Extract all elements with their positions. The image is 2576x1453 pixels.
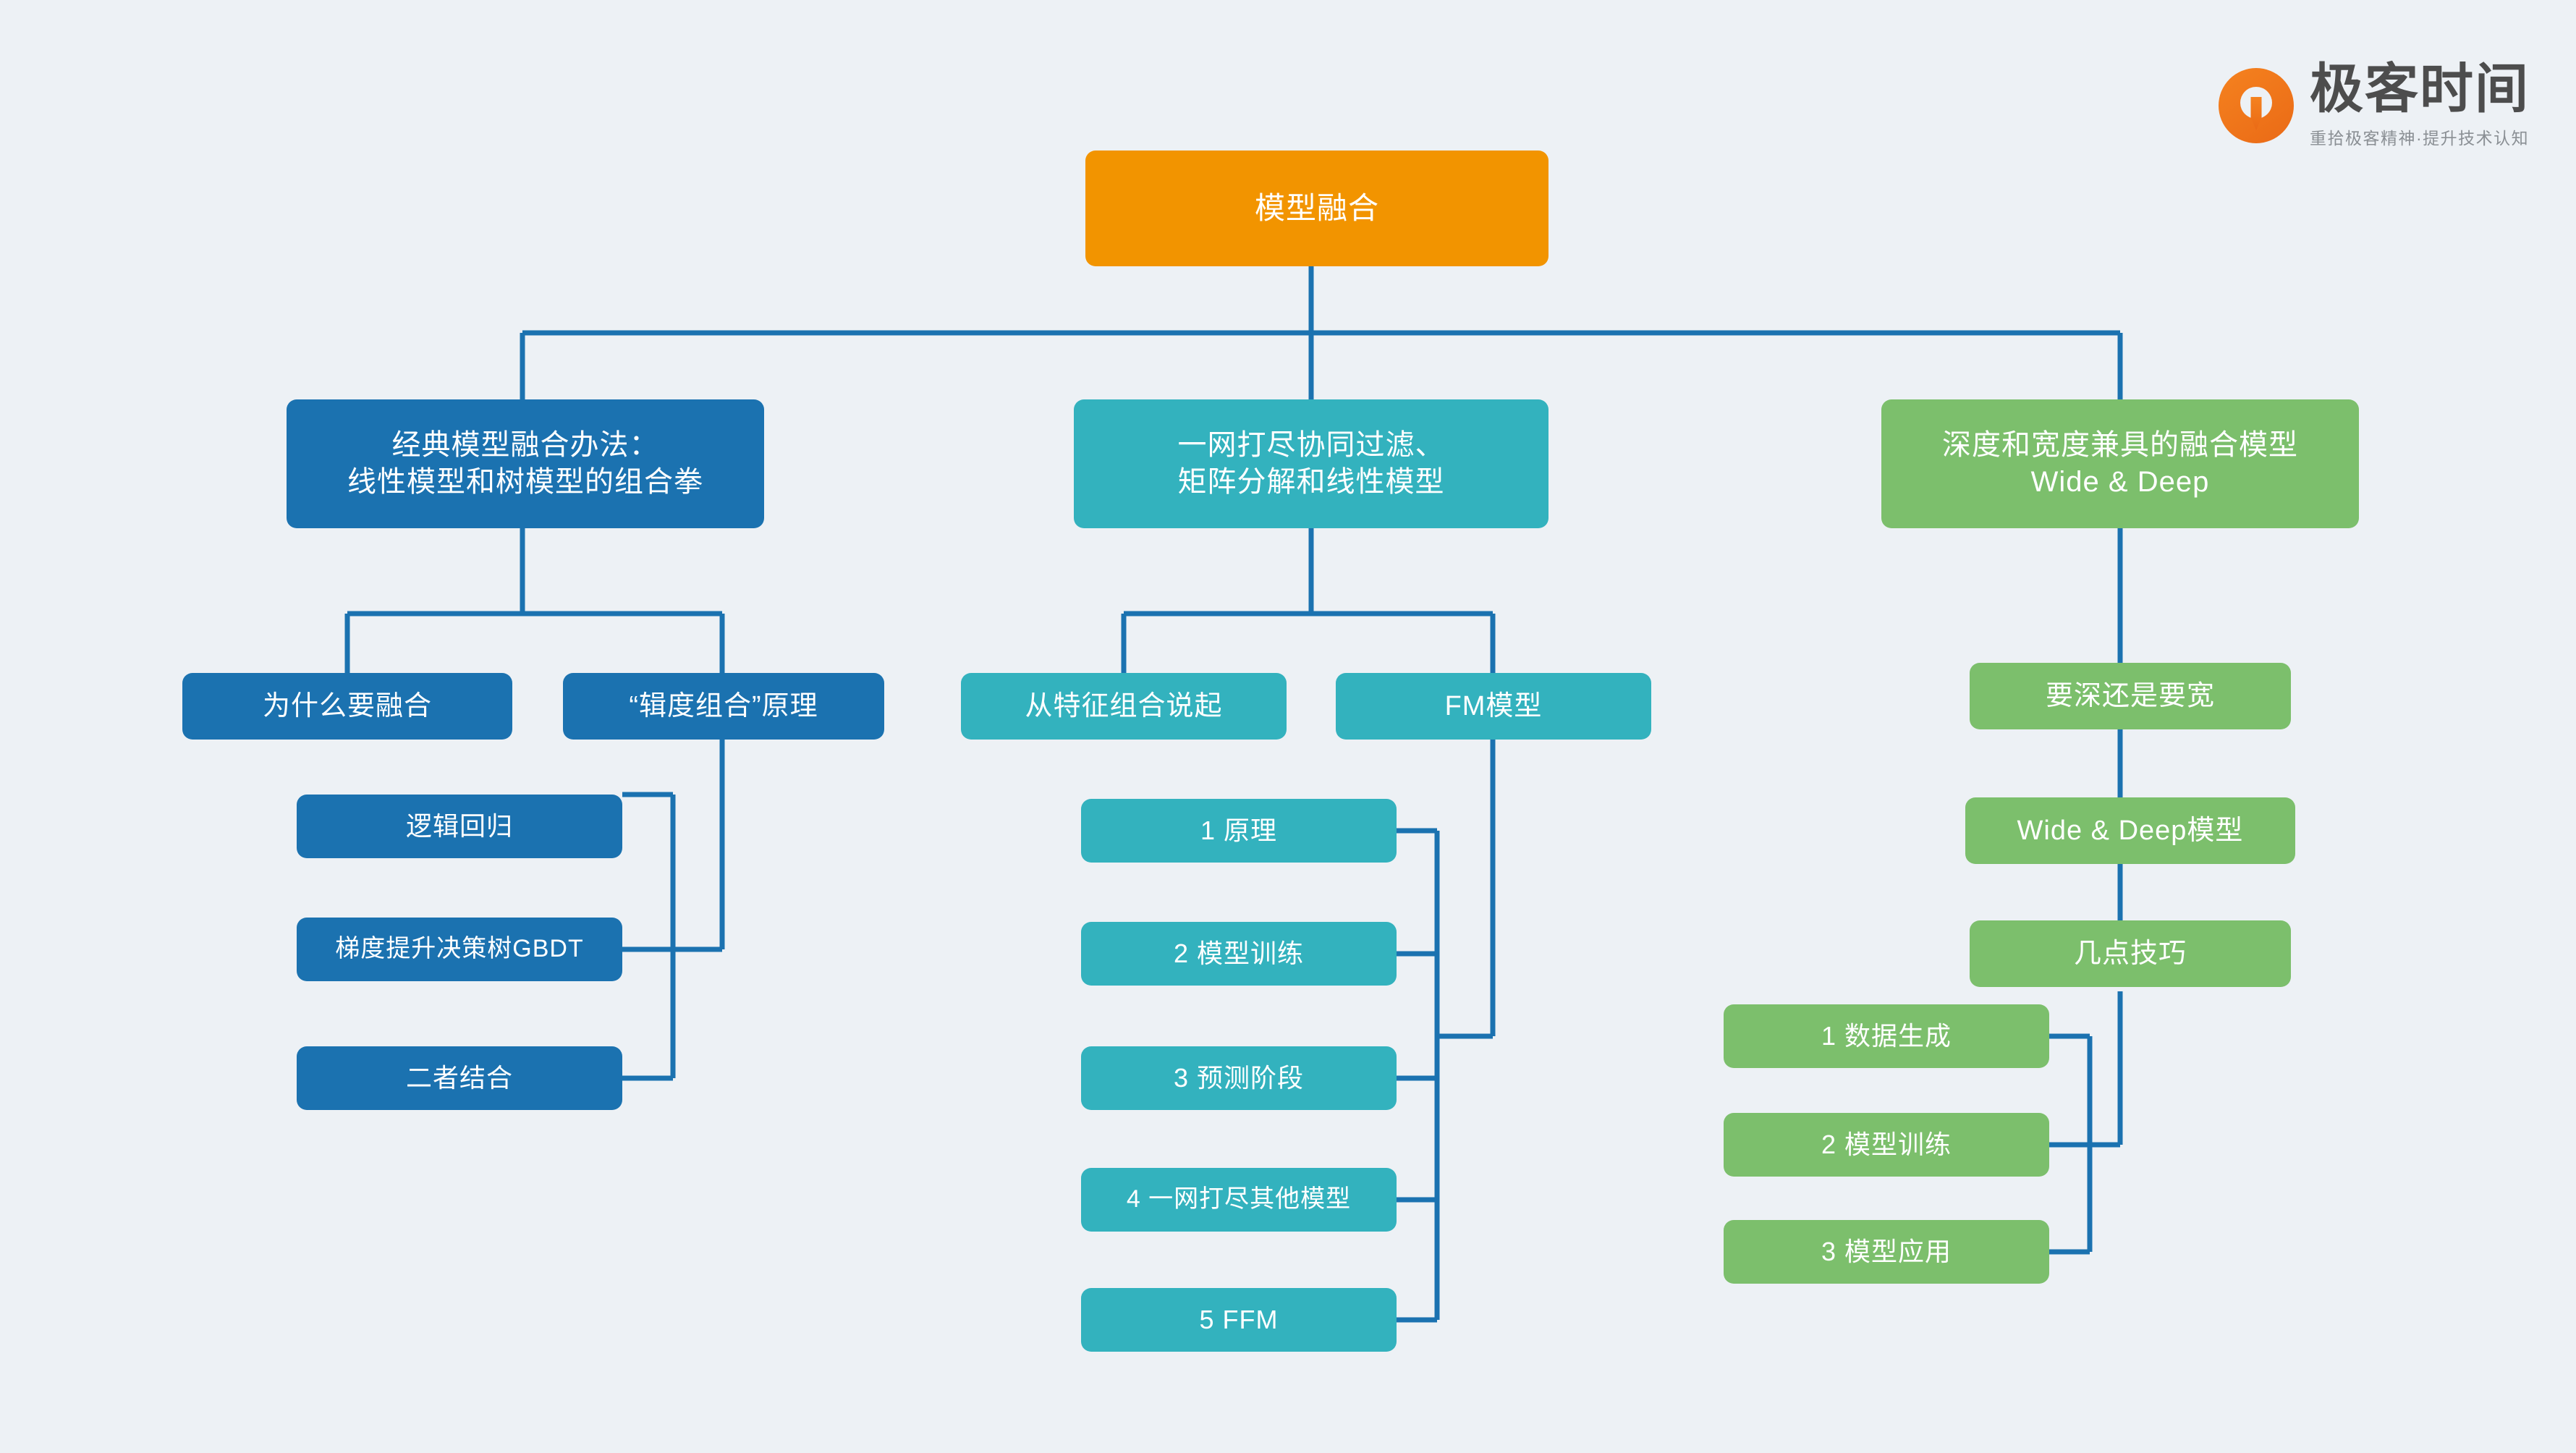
node-branch-classic-fusion[interactable]: 经典模型融合办法： 线性模型和树模型的组合拳 [287, 399, 764, 528]
node-data-generation[interactable]: 1 数据生成 [1724, 1004, 2049, 1068]
node-combine-both[interactable]: 二者结合 [297, 1046, 622, 1110]
node-wd-model-training[interactable]: 2 模型训练 [1724, 1113, 2049, 1177]
node-deep-or-wide[interactable]: 要深还是要宽 [1970, 663, 2291, 729]
node-logistic-regression[interactable]: 逻辑回归 [297, 795, 622, 858]
node-gbdt[interactable]: 梯度提升决策树GBDT [297, 918, 622, 981]
node-fm-other-models[interactable]: 4 一网打尽其他模型 [1081, 1168, 1397, 1232]
node-root[interactable]: 模型融合 [1085, 151, 1548, 266]
node-fm-prediction[interactable]: 3 预测阶段 [1081, 1046, 1397, 1110]
node-ffm[interactable]: 5 FFM [1081, 1288, 1397, 1352]
node-branch-cf-mf-linear[interactable]: 一网打尽协同过滤、 矩阵分解和线性模型 [1074, 399, 1548, 528]
brand-wordmark: 极客时间 [2310, 59, 2530, 119]
node-fm-principle[interactable]: 1 原理 [1081, 799, 1397, 863]
geekbang-circle-arrow-icon [2219, 68, 2294, 143]
node-why-fusion[interactable]: 为什么要融合 [182, 673, 512, 740]
node-feature-combination[interactable]: 从特征组合说起 [961, 673, 1287, 740]
node-branch-wide-and-deep[interactable]: 深度和宽度兼具的融合模型 Wide & Deep [1881, 399, 2359, 528]
node-logit-combination-principle[interactable]: “辑度组合”原理 [563, 673, 884, 740]
brand-tagline: 重拾极客精神·提升技术认知 [2310, 129, 2530, 148]
node-model-application[interactable]: 3 模型应用 [1724, 1220, 2049, 1284]
brand-text: 极客时间 重拾极客精神·提升技术认知 [2310, 62, 2530, 149]
node-some-tips[interactable]: 几点技巧 [1970, 920, 2291, 987]
node-wide-deep-model[interactable]: Wide & Deep模型 [1965, 797, 2295, 864]
node-fm-model[interactable]: FM模型 [1336, 673, 1651, 740]
node-fm-training[interactable]: 2 模型训练 [1081, 922, 1397, 986]
brand-logo: 极客时间 重拾极客精神·提升技术认知 [2219, 62, 2530, 149]
